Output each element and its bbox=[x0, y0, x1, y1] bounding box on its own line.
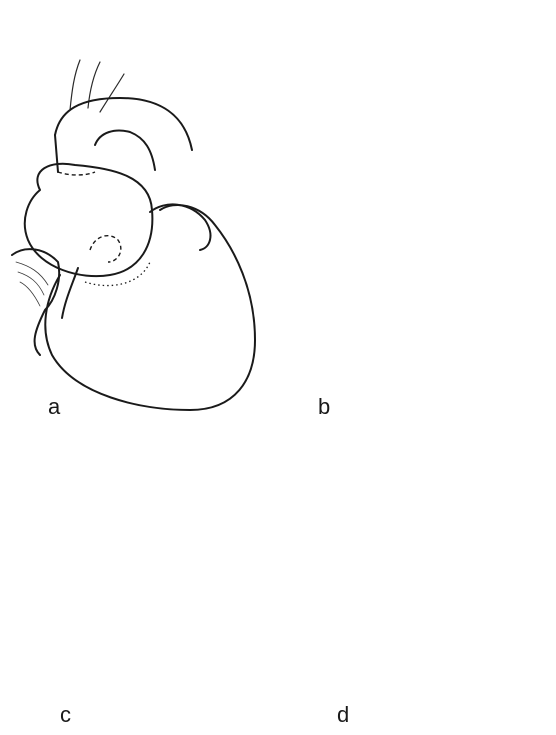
ascending-aorta-left bbox=[55, 135, 58, 172]
aortic-arch-inner bbox=[95, 131, 155, 170]
aorta-suture-line bbox=[58, 172, 95, 175]
panel-label-a: a bbox=[48, 396, 60, 418]
aortic-root-aneurysm bbox=[25, 164, 153, 276]
panel-label-c: c bbox=[60, 704, 71, 726]
panel-label-b: b bbox=[318, 396, 330, 418]
vessel-stub-3 bbox=[100, 74, 124, 112]
coronary-artery-a bbox=[62, 268, 78, 318]
atrium-hatching-3 bbox=[20, 282, 40, 306]
atrium-hatching-1 bbox=[16, 262, 48, 285]
vessel-stub-1 bbox=[70, 60, 80, 110]
coronary-button-outline bbox=[90, 236, 121, 262]
aortic-arch bbox=[55, 98, 192, 150]
panel-a-drawing bbox=[12, 60, 255, 410]
panel-label-d: d bbox=[337, 704, 349, 726]
